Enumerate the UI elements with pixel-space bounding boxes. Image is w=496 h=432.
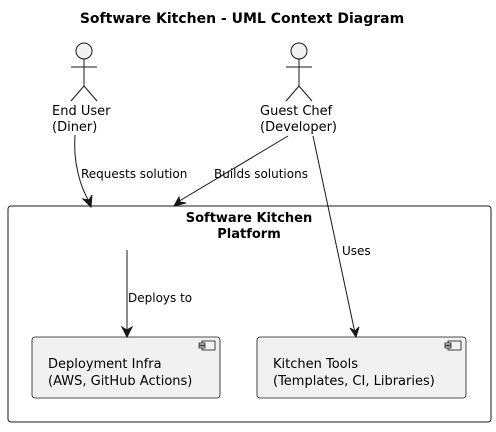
actor-guest-chef: Guest Chef (Developer)	[260, 42, 337, 135]
edge-label-uses: Uses	[342, 244, 371, 258]
arrowhead-icon	[81, 194, 93, 209]
actor-guest-chef-role: (Developer)	[260, 120, 337, 135]
platform-title-line2: Platform	[217, 227, 281, 242]
edge-requests-solution: Requests solution	[74, 134, 187, 209]
actor-end-user-role: (Diner)	[52, 120, 97, 135]
actor-end-user-name: End User	[52, 104, 111, 119]
platform-title-line1: Software Kitchen	[186, 211, 312, 226]
edge-label-deploys-to: Deploys to	[128, 291, 192, 305]
edge-deploys-to: Deploys to	[120, 250, 192, 339]
component-deployment-infra-detail: (AWS, GitHub Actions)	[48, 374, 192, 389]
component-icon	[198, 340, 216, 351]
actor-end-user: End User (Diner)	[52, 42, 111, 135]
arrowhead-icon	[349, 326, 360, 339]
stick-figure-icon	[70, 42, 98, 102]
edge-builds-solutions: Builds solutions	[173, 135, 308, 207]
diagram-title: Software Kitchen - UML Context Diagram	[80, 11, 404, 27]
edge-label-requests-solution: Requests solution	[81, 167, 187, 181]
component-kitchen-tools-name: Kitchen Tools	[273, 357, 358, 372]
component-kitchen-tools: Kitchen Tools (Templates, CI, Libraries)	[256, 336, 467, 399]
arrowhead-icon	[173, 195, 187, 207]
actor-guest-chef-name: Guest Chef	[260, 104, 333, 119]
component-icon	[444, 340, 462, 351]
edge-uses: Uses	[312, 135, 371, 339]
stick-figure-icon	[285, 42, 313, 102]
component-deployment-infra: Deployment Infra (AWS, GitHub Actions)	[31, 336, 221, 399]
component-deployment-infra-name: Deployment Infra	[48, 357, 162, 372]
component-kitchen-tools-detail: (Templates, CI, Libraries)	[273, 374, 435, 389]
arrowhead-icon	[120, 325, 134, 339]
edge-label-builds-solutions: Builds solutions	[214, 167, 308, 181]
